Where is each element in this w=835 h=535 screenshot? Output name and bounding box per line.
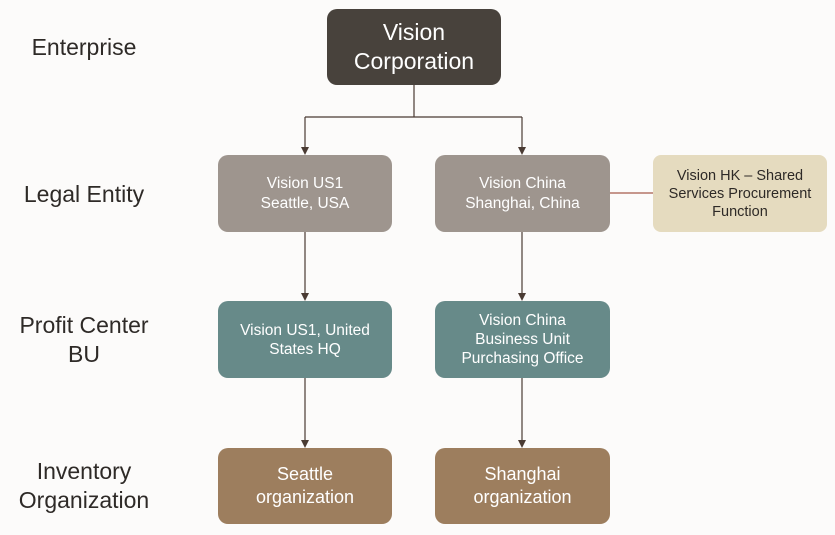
node-shanghai-organization: Shanghai organization bbox=[435, 448, 610, 524]
level-label-enterprise-text: Enterprise bbox=[31, 34, 137, 60]
level-label-profit-center-text: Profit Center BU bbox=[19, 312, 149, 367]
node-us1-business-unit: Vision US1, United States HQ bbox=[218, 301, 392, 378]
node-china-business-unit: Vision China Business Unit Purchasing Of… bbox=[435, 301, 610, 378]
level-label-inventory-org: Inventory Organization bbox=[0, 457, 168, 515]
level-label-inventory-org-text: Inventory Organization bbox=[18, 458, 150, 513]
level-label-profit-center: Profit Center BU bbox=[0, 311, 168, 369]
node-vision-hk-label: Vision HK – Shared Services Procurement … bbox=[668, 167, 812, 220]
level-label-legal-entity: Legal Entity bbox=[0, 180, 168, 209]
level-label-legal-entity-text: Legal Entity bbox=[23, 181, 145, 207]
level-label-enterprise: Enterprise bbox=[0, 33, 168, 62]
node-seattle-organization: Seattle organization bbox=[218, 448, 392, 524]
node-seattle-org-label: Seattle organization bbox=[255, 464, 355, 507]
node-vision-us1-label: Vision US1 Seattle, USA bbox=[260, 174, 350, 212]
node-china-bu-label: Vision China Business Unit Purchasing Of… bbox=[461, 312, 584, 367]
node-vision-china: Vision China Shanghai, China bbox=[435, 155, 610, 232]
node-vision-china-label: Vision China Shanghai, China bbox=[465, 174, 580, 212]
node-vision-us1: Vision US1 Seattle, USA bbox=[218, 155, 392, 232]
node-vision-hk-shared-services: Vision HK – Shared Services Procurement … bbox=[653, 155, 827, 232]
node-us1-bu-label: Vision US1, United States HQ bbox=[240, 321, 370, 358]
node-vision-corporation-label: Vision Corporation bbox=[353, 19, 475, 74]
node-vision-corporation: Vision Corporation bbox=[327, 9, 501, 85]
node-shanghai-org-label: Shanghai organization bbox=[473, 464, 572, 507]
